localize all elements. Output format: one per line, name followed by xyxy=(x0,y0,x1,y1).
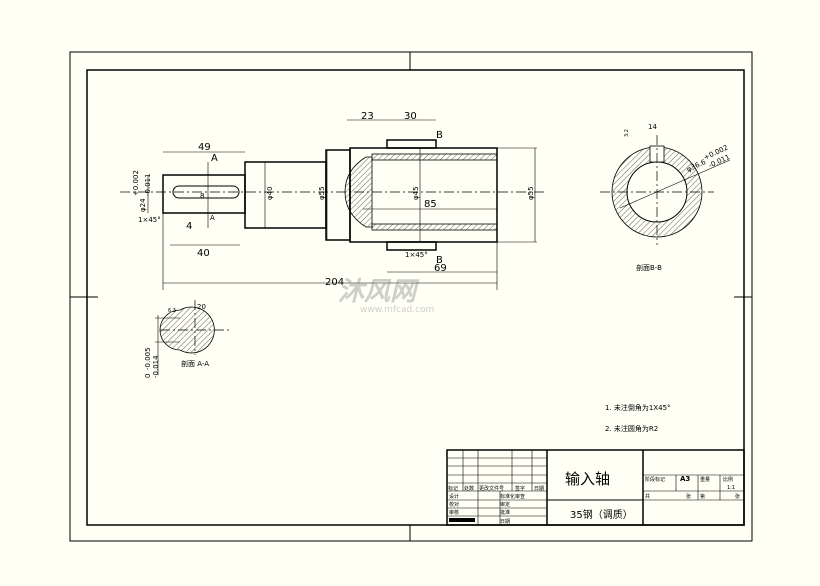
section-a-a-label: 剖面 A-A xyxy=(181,359,209,368)
note-2: 2. 未注圆角为R2 xyxy=(605,424,658,433)
dim-40: 40 xyxy=(197,248,210,259)
section-b-b-label: 剖面B-B xyxy=(636,263,662,272)
dim-key-8: 8 xyxy=(200,192,204,200)
roughness-b: 3.2 xyxy=(624,129,630,137)
rev-header-mark: 标记 xyxy=(448,485,458,492)
mark-value: A3 xyxy=(680,475,690,483)
sig-design: 设计 xyxy=(449,493,459,500)
title-block: 标记 处数 更改文件号 签字 日期 设计 校对 审核 标准化审查 审定 批准 日… xyxy=(446,449,745,526)
dim-dia45: φ45 xyxy=(412,186,420,200)
section-mark-a2: A xyxy=(210,214,215,222)
total-label: 共 xyxy=(645,493,650,500)
section-mark-b2: B xyxy=(436,255,443,266)
section-a-a: 20 0 -0.005 -0.014 6.3 剖面 A-A xyxy=(144,300,230,378)
weight-label: 重量 xyxy=(700,476,710,483)
note-1: 1. 未注倒角为1X45° xyxy=(605,403,671,412)
approval-standard: 标准化审查 xyxy=(500,493,525,500)
rev-header-count: 处数 xyxy=(464,485,474,492)
dim-14: 14 xyxy=(648,123,657,131)
rev-header-sign: 签字 xyxy=(515,485,525,492)
tol-a-upper: -0.005 xyxy=(144,347,152,370)
approval-date: 日期 xyxy=(500,519,510,525)
chamfer-left: 1×45° xyxy=(138,216,161,224)
sig-check: 校对 xyxy=(449,501,459,508)
section-mark-a: A xyxy=(211,153,218,164)
shaft-main-view xyxy=(120,139,545,251)
dim-30: 30 xyxy=(404,111,417,122)
keyway xyxy=(172,185,240,199)
rev-header-date: 日期 xyxy=(534,486,544,492)
dim-20: 20 xyxy=(197,303,206,311)
tol-a-base: 0 xyxy=(144,374,152,378)
section-mark-b: B xyxy=(436,130,443,141)
drawing-title: 输入轴 xyxy=(565,470,610,488)
sig-review: 审核 xyxy=(449,509,459,516)
approval-final: 审定 xyxy=(500,501,510,508)
tol-a-lower: -0.014 xyxy=(152,355,160,378)
dim-dia55-right: φ55 xyxy=(527,186,535,200)
dim-dia24: φ24 xyxy=(139,198,147,212)
dim-23: 23 xyxy=(361,111,374,122)
section-b-b: φ36.6 +0.002 -0.011 14 3.2 剖面B-B xyxy=(600,123,731,272)
dimension-lines xyxy=(147,119,536,290)
scale-value: 1:1 xyxy=(727,485,735,491)
watermark: 沐风网 www.mfcad.com xyxy=(338,277,434,315)
tol-24-upper: +0.002 xyxy=(132,170,140,196)
roughness-a: 6.3 xyxy=(168,308,176,314)
dim-dia55-left: φ55 xyxy=(318,186,326,200)
rev-header-file: 更改文件号 xyxy=(479,485,504,492)
dim-dia40: φ40 xyxy=(266,186,274,200)
dim-49: 49 xyxy=(198,142,211,153)
tol-24-lower: -0.011 xyxy=(144,173,152,196)
watermark-brand: 沐风网 xyxy=(338,277,420,307)
dimension-texts: 49 40 4 204 23 30 69 85 φ40 φ55 φ45 φ55 … xyxy=(132,111,535,288)
dim-4: 4 xyxy=(186,221,192,232)
approval-approve: 批准 xyxy=(500,509,510,516)
mark-label: 阶段标记 xyxy=(645,476,665,483)
scale-label: 比例 xyxy=(723,476,733,483)
page-unit: 张 xyxy=(735,493,740,500)
watermark-url: www.mfcad.com xyxy=(360,305,434,315)
dim-85: 85 xyxy=(424,199,437,210)
center-marks xyxy=(70,52,752,541)
sheet-label: 张 xyxy=(686,493,691,500)
dim-204: 204 xyxy=(325,277,344,288)
material: 35钢（调质） xyxy=(570,508,633,521)
chamfer-right: 1×45° xyxy=(405,251,428,259)
page-label: 第 xyxy=(700,493,705,500)
dim-69: 69 xyxy=(434,263,447,274)
